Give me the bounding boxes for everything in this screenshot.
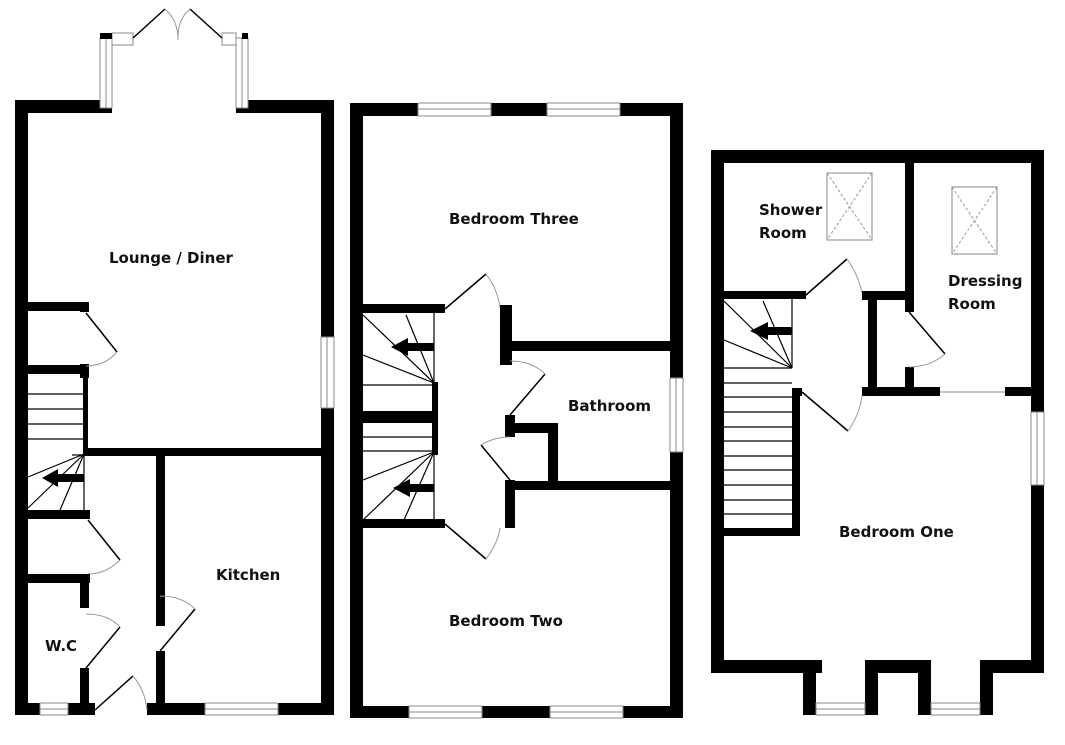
room-label-bedroom-one: Bedroom One [839, 523, 954, 541]
stairs-arrow-icon [393, 479, 434, 497]
room-label-shower-room-line1: Shower [759, 201, 823, 219]
second-floor-plan [711, 150, 1045, 716]
room-label-bedroom-two: Bedroom Two [449, 612, 563, 630]
stairs-arrow-icon [42, 469, 84, 487]
stairs-arrow-icon [750, 322, 792, 340]
ground-floor-plan [15, 8, 335, 716]
room-label-bathroom: Bathroom [568, 397, 652, 415]
room-label-dressing-room-line1: Dressing [948, 272, 1023, 290]
stairs-arrow-icon [391, 338, 434, 356]
room-label-bedroom-three: Bedroom Three [449, 210, 579, 228]
room-label-wc: W.C [45, 637, 78, 655]
room-label-shower-room-line2: Room [759, 224, 807, 242]
room-label-lounge-diner: Lounge / Diner [109, 249, 233, 267]
room-label-kitchen: Kitchen [216, 566, 281, 584]
room-label-dressing-room-line2: Room [948, 295, 996, 313]
first-floor-plan [350, 102, 684, 719]
